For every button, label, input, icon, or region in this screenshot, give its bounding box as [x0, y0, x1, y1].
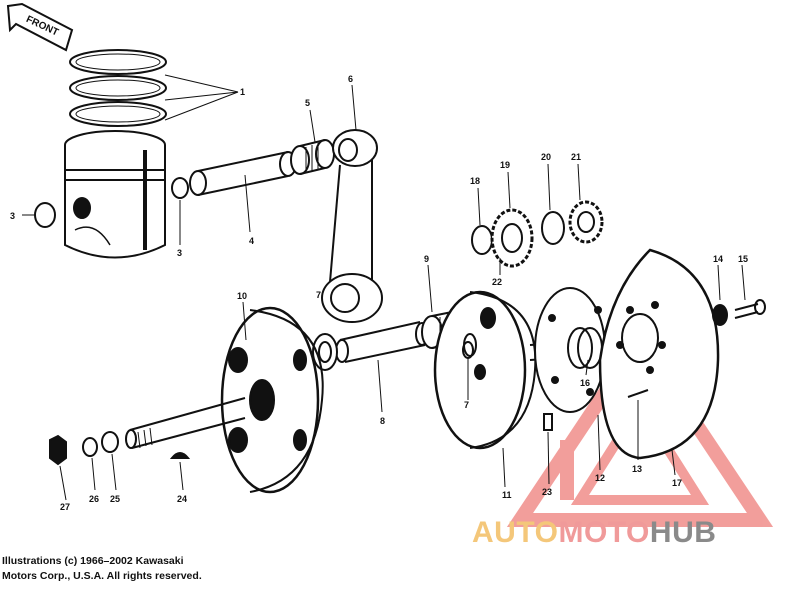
callout-7-left: 7	[316, 290, 321, 300]
callout-23: 23	[542, 487, 552, 497]
bolt-and-washer	[712, 299, 766, 326]
rotary-valve-disc	[534, 287, 606, 413]
callout-22: 22	[492, 277, 502, 287]
piston-rings	[69, 49, 167, 127]
front-arrow: FRONT	[6, 2, 74, 52]
callout-19: 19	[500, 160, 510, 170]
thrust-washer-right	[463, 333, 477, 357]
callout-20: 20	[541, 152, 551, 162]
callout-labels: 1 3 3 4 5 6 7 7 8 9 10 11 12 13 14 15 16…	[10, 74, 748, 512]
right-crank-flywheel	[433, 290, 537, 450]
connecting-rod	[321, 129, 383, 323]
piston-pin	[189, 151, 297, 196]
key-24	[169, 452, 191, 459]
left-crankshaft	[125, 397, 246, 449]
primary-gear-set	[471, 200, 604, 268]
copyright-line-2: Motors Corp., U.S.A. All rights reserved…	[2, 570, 202, 582]
dowel-pin	[627, 389, 649, 398]
callout-9: 9	[424, 254, 429, 264]
copyright-notice: Illustrations (c) 1966–2002 Kawasaki Mot…	[2, 554, 202, 584]
cover-plate	[598, 248, 720, 460]
callout-25: 25	[110, 494, 120, 504]
crank-pin	[335, 321, 429, 363]
washer-25	[101, 431, 119, 453]
callout-16: 16	[580, 378, 590, 388]
callout-17: 17	[672, 478, 682, 488]
watermark-brand-text: AUTOMOTOHUB	[472, 516, 716, 550]
callout-10: 10	[237, 291, 247, 301]
watermark-hub: HUB	[649, 516, 717, 549]
watermark-triangle-logo	[506, 327, 774, 527]
small-end-needle-bearing	[290, 139, 335, 175]
left-crank-flywheel	[220, 306, 324, 494]
callout-1: 1	[240, 87, 245, 97]
callout-3-right: 3	[177, 248, 182, 258]
circlip-right	[171, 177, 189, 199]
circlip-left	[34, 202, 56, 228]
woodruff-key	[543, 413, 553, 431]
callout-21: 21	[571, 152, 581, 162]
callout-26: 26	[89, 494, 99, 504]
callout-8: 8	[380, 416, 385, 426]
watermark-moto: MOTO	[558, 516, 650, 549]
callout-24: 24	[177, 494, 187, 504]
callout-14: 14	[713, 254, 723, 264]
copyright-line-1: Illustrations (c) 1966–2002 Kawasaki	[2, 555, 184, 567]
watermark-auto: AUTO	[472, 516, 559, 549]
callout-7-right: 7	[464, 400, 469, 410]
washer-26	[82, 437, 98, 457]
callout-12: 12	[595, 473, 605, 483]
callout-18: 18	[470, 176, 480, 186]
piston	[64, 130, 166, 259]
callout-13: 13	[632, 464, 642, 474]
callout-3-left: 3	[10, 211, 15, 221]
callout-5: 5	[305, 98, 310, 108]
callout-27: 27	[60, 502, 70, 512]
nut-27	[49, 434, 67, 466]
callout-6: 6	[348, 74, 353, 84]
callout-11: 11	[502, 490, 512, 500]
callout-4: 4	[249, 236, 254, 246]
callout-15: 15	[738, 254, 748, 264]
